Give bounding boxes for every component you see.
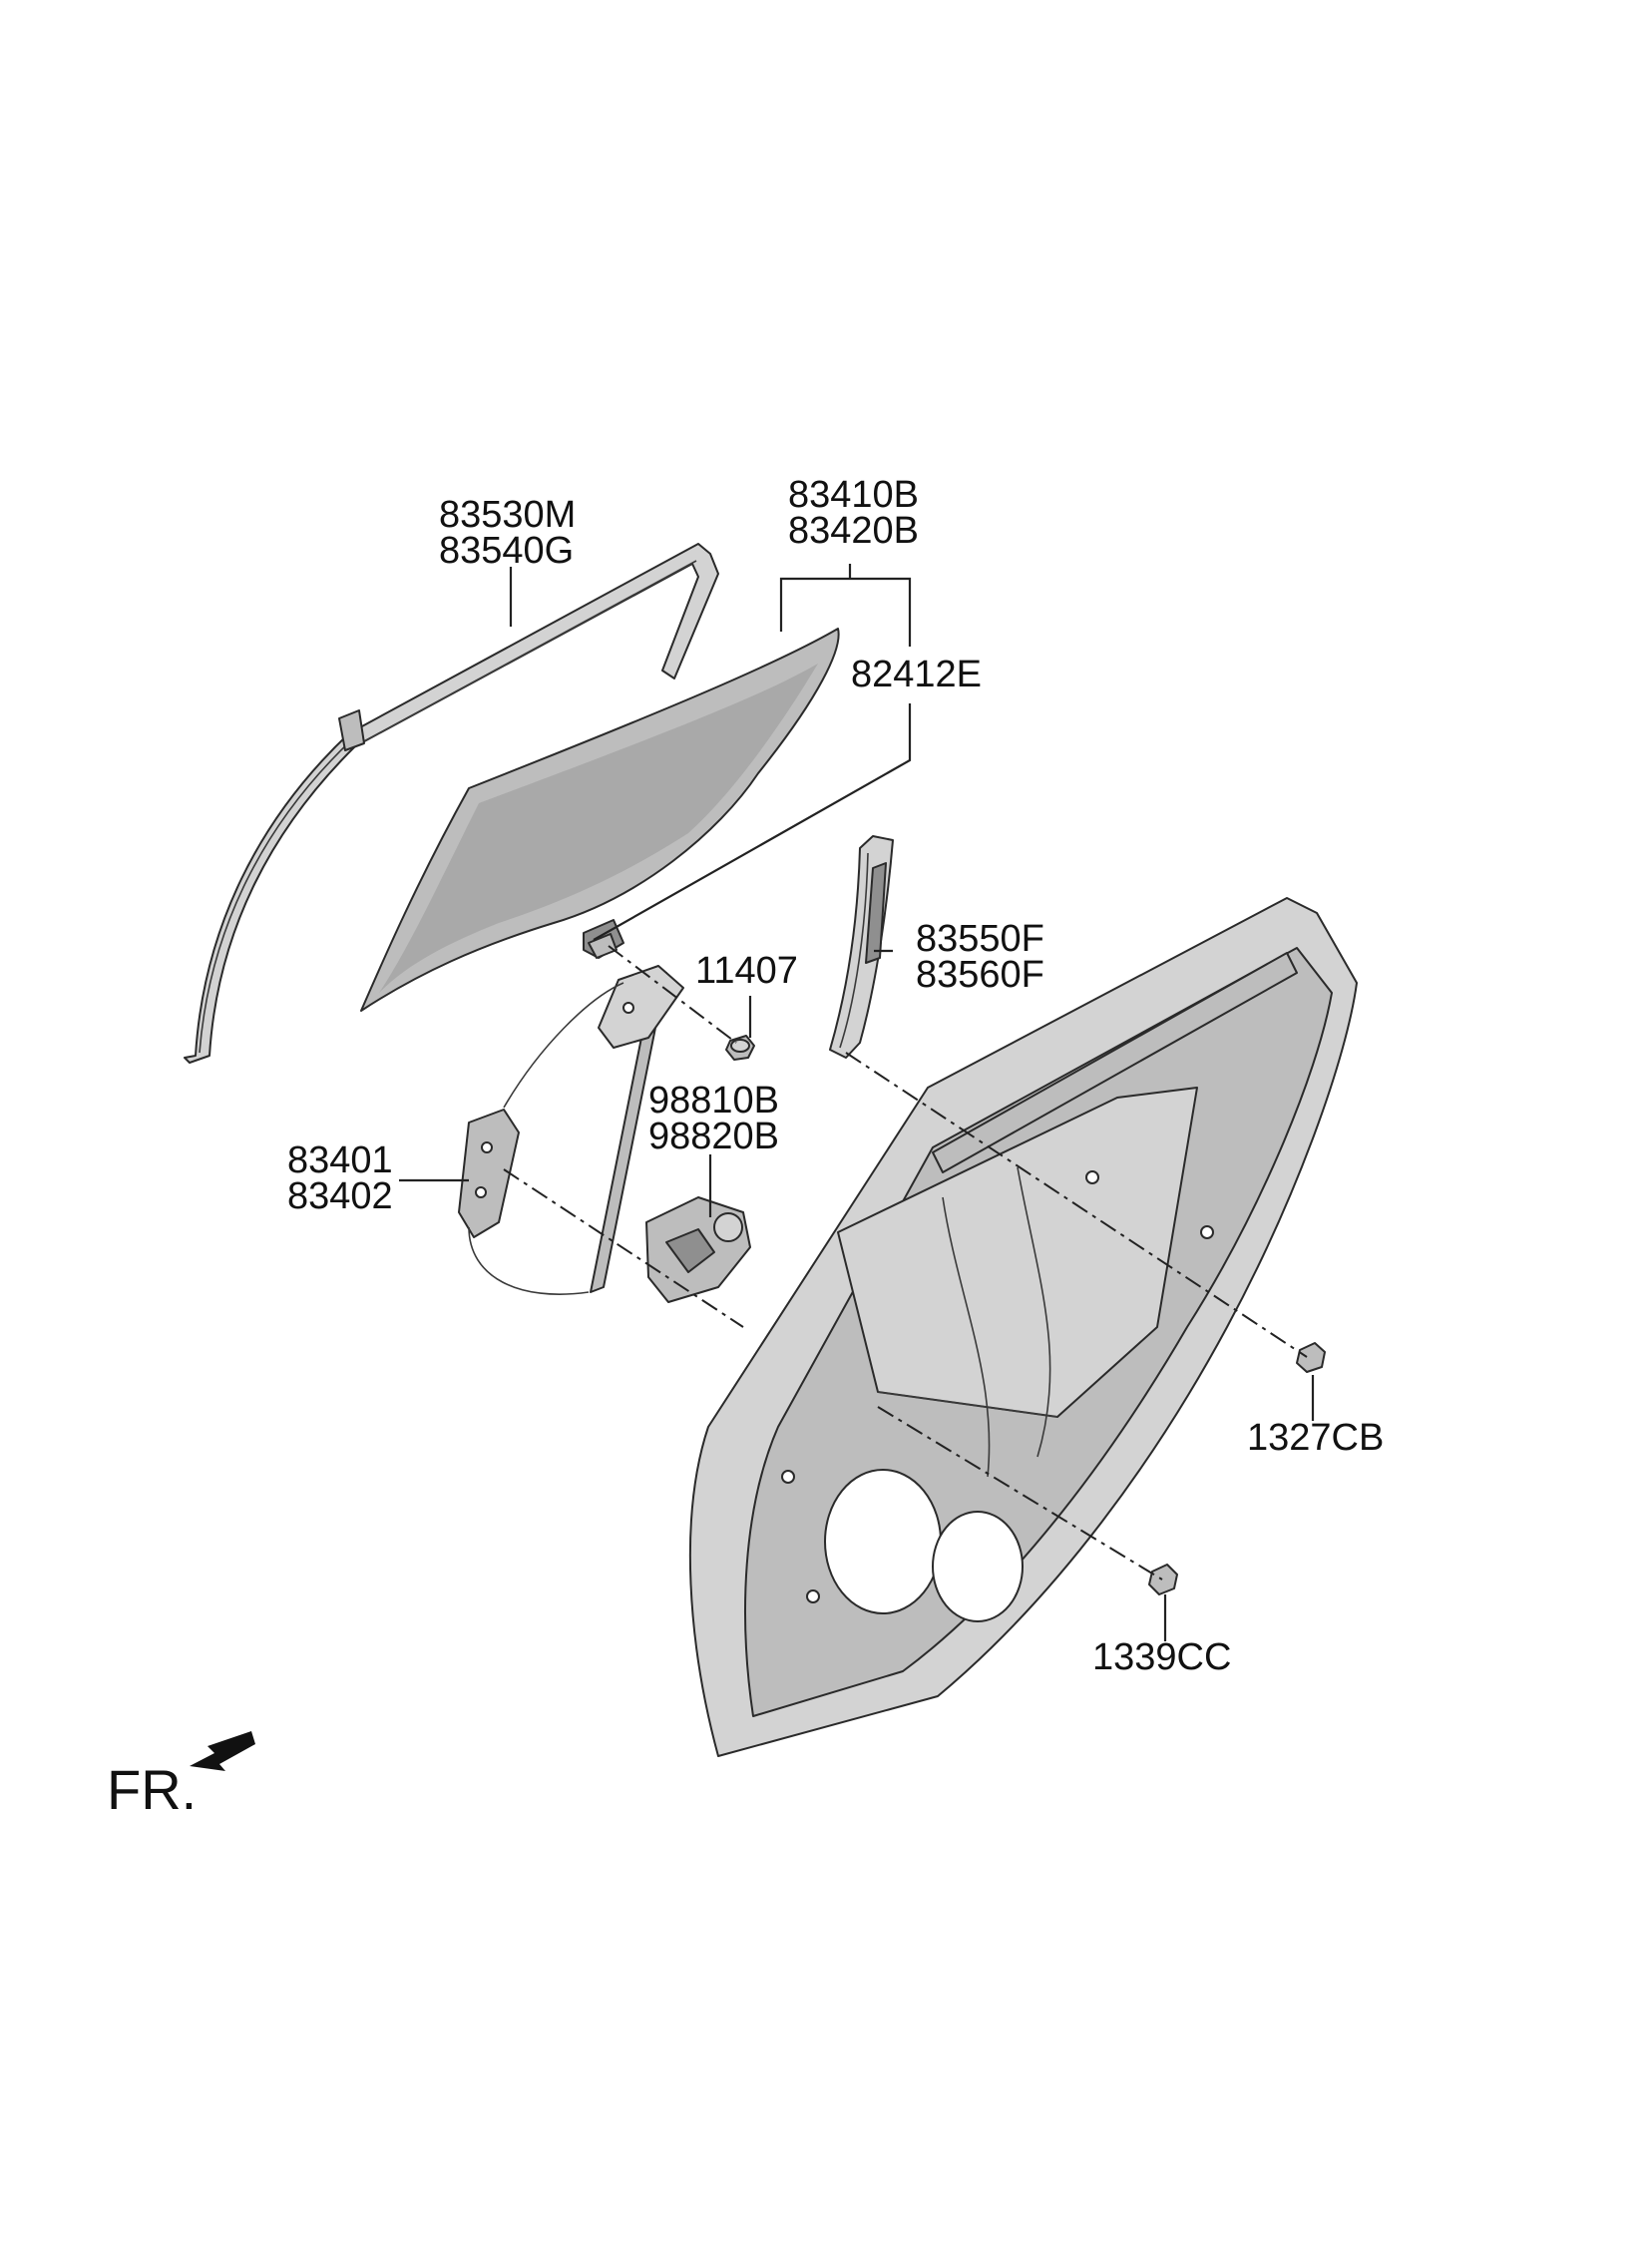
leader-lines — [399, 564, 1315, 1641]
label-83401: 83401 — [287, 1139, 393, 1181]
label-98810b: 98810B — [648, 1080, 779, 1122]
front-direction-indicator: FR. — [107, 1731, 255, 1821]
label-11407: 11407 — [695, 950, 798, 992]
label-82412e: 82412E — [851, 654, 982, 695]
label-98820b: 98820B — [648, 1116, 779, 1157]
front-label: FR. — [107, 1758, 197, 1821]
window-regulator-part — [458, 965, 684, 1295]
regulator-motor-part — [645, 1196, 751, 1303]
assembly-lines — [503, 945, 1308, 1580]
label-83540g: 83540G — [439, 530, 574, 572]
label-1327cb: 1327CB — [1247, 1417, 1384, 1459]
door-run-channel-part — [184, 543, 719, 1064]
nut-1339cc-part — [1148, 1564, 1178, 1595]
label-83410b: 83410B — [788, 474, 919, 516]
rear-channel-part — [829, 835, 894, 1059]
door-glass-part — [360, 628, 840, 1012]
label-83560f: 83560F — [916, 954, 1044, 996]
label-83530m: 83530M — [439, 494, 576, 536]
front-arrow-icon — [190, 1731, 255, 1771]
label-83402: 83402 — [287, 1175, 393, 1217]
nut-1327cb-part — [1296, 1342, 1326, 1373]
label-1339cc: 1339CC — [1092, 1636, 1231, 1678]
door-panel-part — [688, 897, 1358, 1757]
bolt-part — [725, 1035, 755, 1061]
label-83550f: 83550F — [916, 918, 1044, 960]
label-83420b: 83420B — [788, 510, 919, 552]
part-labels: 83530M 83540G 83410B 83420B 82412E 83550… — [287, 474, 1384, 1678]
